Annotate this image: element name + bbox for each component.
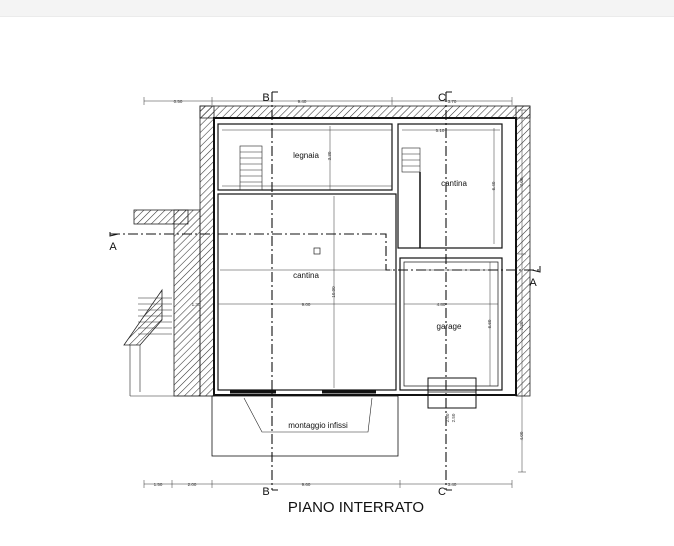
section-label-b-top: B xyxy=(262,92,269,104)
dim-bottom-right: 3.40 xyxy=(448,482,457,487)
room-label-cantina-main: cantina xyxy=(293,271,319,280)
dim-top-mid: 9.40 xyxy=(298,99,307,104)
note-leader xyxy=(243,397,373,433)
room-label-legnaia: legnaia xyxy=(293,151,319,160)
dimension-lines xyxy=(143,97,526,488)
drawing-title: PIANO INTERRATO xyxy=(288,499,424,516)
dim-top-right: 3.70 xyxy=(448,99,457,104)
dim-stair-width: 1.30 xyxy=(192,302,201,307)
section-label-c-bottom: C xyxy=(438,486,446,498)
section-arrows xyxy=(109,91,541,491)
section-label-a-left: A xyxy=(109,241,117,253)
column-marker xyxy=(313,247,321,255)
dim-right-lower: 7.20 xyxy=(519,321,524,330)
section-label-c-top: C xyxy=(438,92,446,104)
dim-main-width: 9.00 xyxy=(302,302,311,307)
room-label-cantina-small: cantina xyxy=(441,179,467,188)
section-label-a-right: A xyxy=(529,277,537,289)
dim-garage-height: 6.60 xyxy=(487,319,492,328)
dim-right-bottom: 4.00 xyxy=(519,431,524,440)
note-montaggio-infissi: montaggio infissi xyxy=(288,421,348,430)
dim-garage-width: 4.80 xyxy=(437,302,446,307)
dim-bottom-left1: 1.50 xyxy=(154,482,163,487)
dim-top-left: 0.50 xyxy=(174,99,183,104)
dim-garage-door-a: 2.50 xyxy=(445,413,450,422)
stairs xyxy=(129,145,421,397)
dim-right-upper: 7.00 xyxy=(519,177,524,186)
dim-bottom-left2: 2.00 xyxy=(188,482,197,487)
retaining-walls xyxy=(123,105,531,397)
section-lines xyxy=(110,92,540,490)
dimension-texts: 0.50 9.40 3.70 5.10 3.30 6.40 10.00 9.00… xyxy=(154,99,524,487)
dim-garage-door-b: 2.50 xyxy=(451,413,456,422)
walls xyxy=(211,117,517,457)
dim-legnaia-height: 3.30 xyxy=(327,151,332,160)
room-label-garage: garage xyxy=(437,322,462,331)
section-label-b-bottom: B xyxy=(262,486,269,498)
top-bar xyxy=(0,0,674,17)
dim-cantina-height: 6.40 xyxy=(491,181,496,190)
dim-bottom-mid: 9.60 xyxy=(302,482,311,487)
dim-cantina-width: 5.10 xyxy=(436,128,445,133)
dim-main-height: 10.00 xyxy=(331,286,336,298)
